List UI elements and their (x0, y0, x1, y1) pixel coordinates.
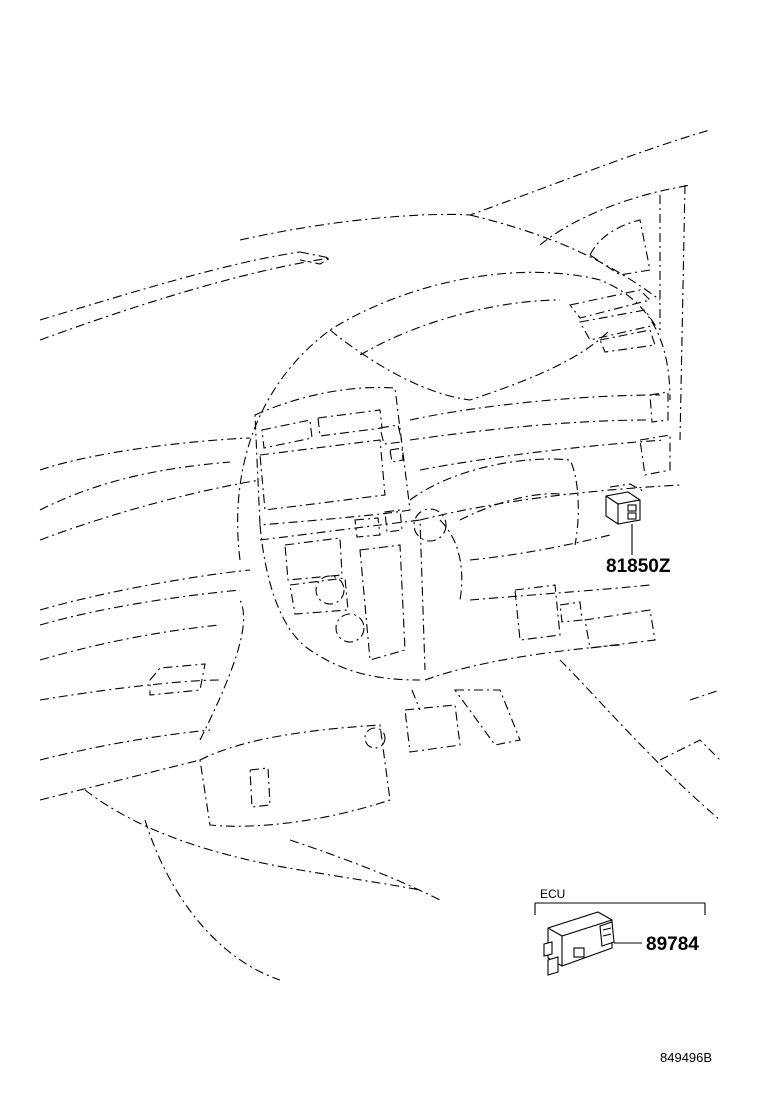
instrument-hood (237, 271, 681, 561)
ecu-module (543, 911, 642, 976)
right-vents (569, 289, 671, 476)
switch-part-number: 81850Z (606, 556, 671, 577)
drawing-code: 849496B (660, 1050, 712, 1065)
ecu-group-label: ECU (540, 887, 565, 901)
ecu-part-number: 89784 (646, 934, 699, 955)
windshield-outline (39, 129, 711, 341)
pedals (364, 689, 521, 753)
lower-dash (409, 458, 656, 681)
left-dash-contours (39, 437, 261, 801)
a-pillar-outline (539, 184, 691, 441)
ecu-bracket (534, 902, 706, 915)
center-stack (254, 386, 447, 681)
knee-panel (84, 659, 721, 981)
switch-component (605, 483, 646, 555)
